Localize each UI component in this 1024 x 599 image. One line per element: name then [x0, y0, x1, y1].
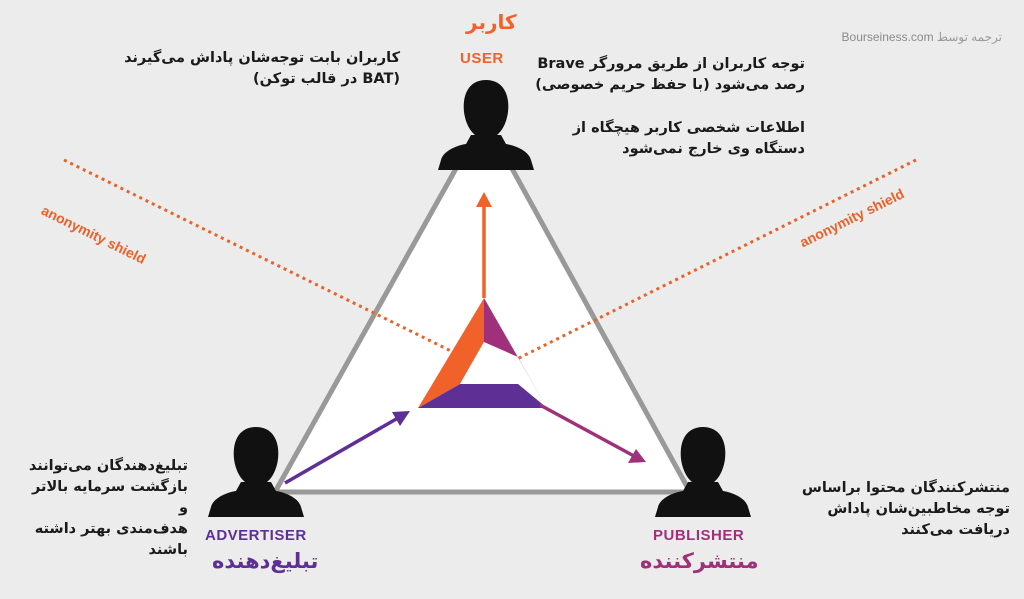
user-label-fa: کاربر	[466, 10, 517, 34]
user-desc-right-2-line1: اطلاعات شخصی کاربر هیچگاه از	[572, 120, 805, 136]
publisher-desc-line1: منتشرکنندگان محتوا براساس	[801, 480, 1010, 496]
user-desc-right-2-line2: دستگاه وی خارج نمی‌شود	[622, 141, 805, 158]
advertiser-desc-line4: باشند	[148, 542, 188, 559]
user-desc-left-line1: کاربران بابت توجه‌شان پاداش می‌گیرند	[124, 50, 400, 66]
advertiser-label-en: ADVERTISER	[205, 527, 307, 544]
user-desc-right-1-line2: رصد می‌شود (با حفظ حریم خصوصی)	[535, 77, 805, 94]
publisher-label-en: PUBLISHER	[653, 527, 745, 544]
advertiser-desc: تبلیغ‌دهندگان می‌توانند بازگشت سرمایه با…	[18, 456, 188, 561]
publisher-desc-line3: دریافت می‌کنند	[901, 522, 1010, 539]
user-desc-right-1: توجه کاربران از طریق مرورگر Brave رصد می…	[520, 54, 805, 96]
user-desc-left: کاربران بابت توجه‌شان پاداش می‌گیرند (BA…	[118, 48, 400, 90]
publisher-avatar-icon	[655, 427, 751, 517]
advertiser-avatar-icon	[208, 427, 304, 517]
arrow-to-publisher-icon	[539, 403, 646, 463]
credit-text: ترجمه توسط Bourseiness.com	[842, 30, 1002, 44]
advertiser-desc-line1: تبلیغ‌دهندگان می‌توانند	[28, 458, 188, 474]
shield-line-right	[514, 158, 917, 362]
credit-site: Bourseiness.com	[841, 30, 934, 44]
credit-prefix: ترجمه توسط	[936, 30, 1002, 44]
advertiser-desc-line3: هدف‌مندی بهتر داشته	[34, 521, 188, 538]
publisher-desc: منتشرکنندگان محتوا براساس توجه مخاطبین‌ش…	[770, 478, 1010, 541]
user-desc-left-line2: (BAT در قالب توکن)	[253, 71, 400, 88]
advertiser-label-fa: تبلیغ‌دهنده	[212, 549, 319, 573]
shield-line-left	[63, 158, 456, 355]
publisher-desc-line2: توجه مخاطبین‌شان پاداش	[827, 501, 1010, 518]
user-desc-right-2: اطلاعات شخصی کاربر هیچگاه از دستگاه وی خ…	[560, 118, 805, 160]
arrow-to-user-icon	[476, 192, 492, 298]
advertiser-desc-line2: بازگشت سرمایه بالاتر و	[32, 479, 188, 517]
publisher-label-fa: منتشرکننده	[640, 549, 759, 573]
bat-logo-icon	[418, 298, 547, 408]
user-label-en: USER	[460, 50, 504, 67]
user-desc-right-1-line1: توجه کاربران از طریق مرورگر Brave	[537, 56, 805, 72]
user-avatar-icon	[438, 80, 534, 170]
arrow-to-center-icon	[284, 411, 410, 485]
